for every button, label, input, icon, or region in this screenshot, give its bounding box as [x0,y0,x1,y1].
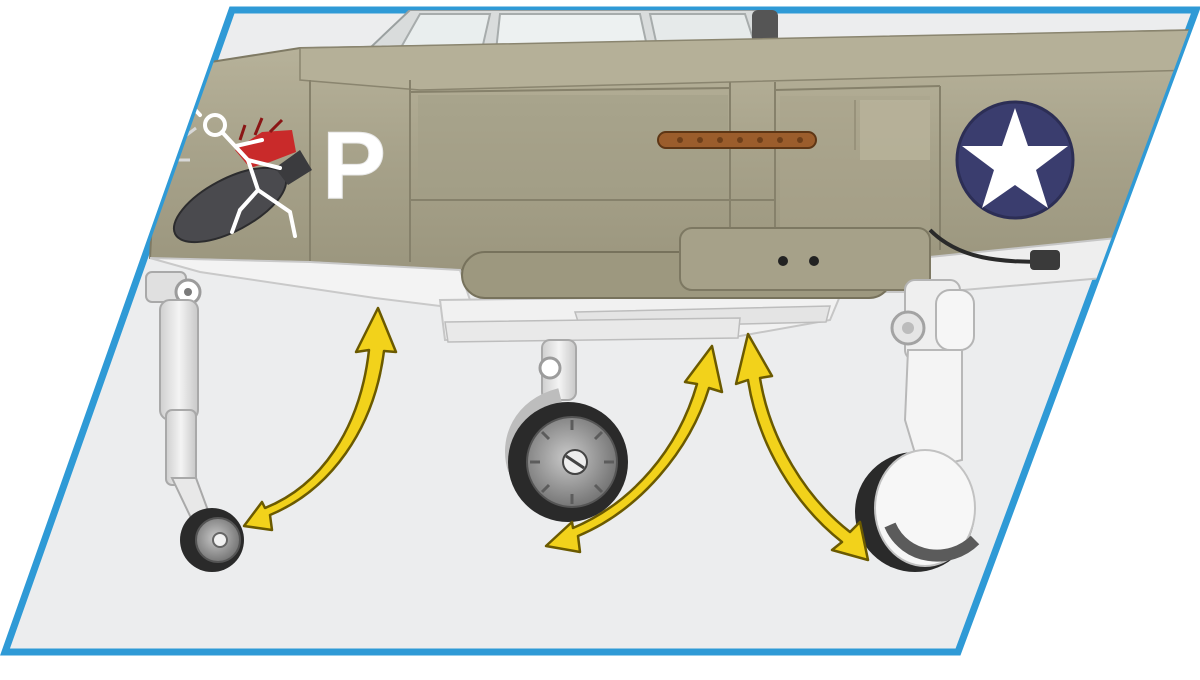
aircraft-model: P [145,10,1196,572]
nose-gear-arrow [242,306,398,532]
main-gear-left-arrow [544,344,724,554]
nose-landing-gear [145,271,244,572]
star-roundel-icon [955,100,1075,220]
main-landing-gear-right [855,279,980,572]
skeleton-bomb-nose-art [172,98,312,244]
belly-fairing [461,227,931,299]
fuselage-letter: P [322,112,386,219]
main-landing-gear-center [505,339,628,522]
main-gear-right-arrow [734,332,870,562]
exhaust-stack [657,131,817,149]
